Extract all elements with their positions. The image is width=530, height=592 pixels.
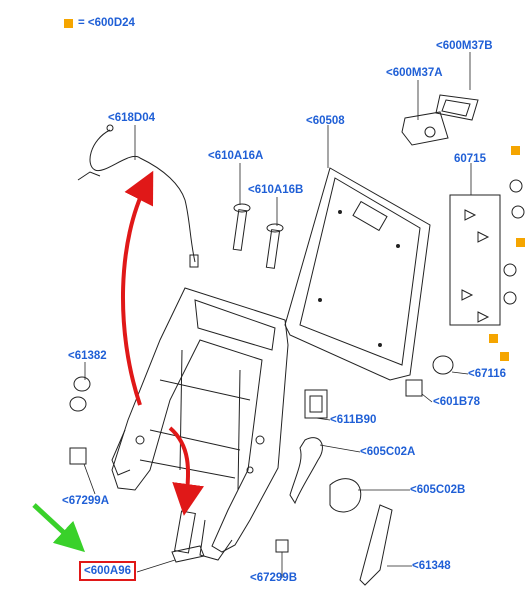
callout-67299B[interactable]: <67299B — [250, 572, 297, 584]
callout-61382[interactable]: <61382 — [68, 350, 107, 362]
callout-61348[interactable]: <61348 — [412, 560, 451, 572]
callout-60508[interactable]: <60508 — [306, 115, 345, 127]
callout-67299A[interactable]: <67299A — [62, 495, 109, 507]
callout-611B90[interactable]: <611B90 — [330, 414, 377, 426]
legend: = <600D24 — [64, 17, 135, 29]
callout-600M37A[interactable]: <600M37A — [386, 67, 443, 79]
release-cable — [77, 124, 199, 268]
callout-610A16B[interactable]: <610A16B — [248, 184, 304, 196]
red-arrow-up — [121, 170, 154, 406]
callout-601B78[interactable]: <601B78 — [433, 396, 480, 408]
guide-sleeves — [232, 203, 284, 269]
small-components — [69, 355, 454, 586]
callout-67116[interactable]: <67116 — [468, 368, 507, 380]
green-arrow — [32, 503, 86, 553]
callout-618D04[interactable]: <618D04 — [108, 112, 155, 124]
seat-back-panel — [284, 167, 431, 381]
callout-605C02B[interactable]: <605C02B — [410, 484, 466, 496]
callout-610A16A[interactable]: <610A16A — [208, 150, 264, 162]
seat-back-frame — [111, 287, 289, 561]
red-arrow-down — [168, 426, 204, 516]
retainer-clips — [449, 179, 525, 326]
leader-lines — [83, 52, 472, 578]
callout-60715[interactable]: 60715 — [454, 153, 486, 165]
fastener-marker-swatch — [64, 18, 73, 28]
callout-600A96[interactable]: <600A96 — [79, 561, 136, 581]
recliner-handle — [401, 94, 479, 146]
fastener-markers — [489, 146, 525, 361]
callout-600M37B[interactable]: <600M37B — [436, 40, 493, 52]
callout-605C02A[interactable]: <605C02A — [360, 446, 416, 458]
legend-label: = <600D24 — [78, 17, 135, 29]
